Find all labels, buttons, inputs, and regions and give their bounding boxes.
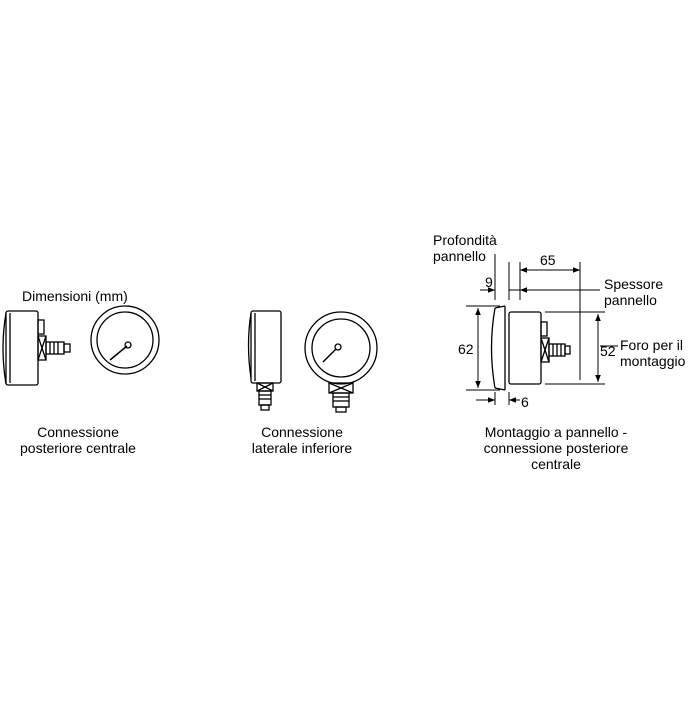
thickness-label-1: Spessore xyxy=(604,276,664,292)
diagram-title: Dimensioni (mm) xyxy=(22,288,128,304)
thickness-label-2: pannello xyxy=(604,292,657,308)
panel-mount-side-view xyxy=(490,305,571,391)
panel-mount-caption-3: centrale xyxy=(531,456,581,472)
dim-bezel-diameter: 62 xyxy=(458,341,474,357)
lower-side-caption-1: Connessione xyxy=(261,424,343,440)
dim-hole-diameter: 52 xyxy=(600,343,616,359)
lower-side-front-view xyxy=(304,311,378,413)
dimension-lines xyxy=(466,254,618,405)
rear-center-caption-1: Connessione xyxy=(37,424,119,440)
depth-label-2: pannello xyxy=(433,248,486,264)
rear-center-front-view xyxy=(90,305,160,375)
hole-label-2: montaggio xyxy=(620,353,686,369)
dim-overall-depth: 65 xyxy=(540,252,556,268)
panel-mount-caption-2: connessione posteriore xyxy=(483,440,629,456)
dim-thickness: 6 xyxy=(521,394,529,410)
panel-mount-caption-1: Montaggio a pannello - xyxy=(484,424,628,440)
rear-center-caption-2: posteriore centrale xyxy=(20,440,136,456)
depth-label-1: Profondità xyxy=(433,232,497,248)
lower-side-caption-2: laterale inferiore xyxy=(251,440,353,456)
lower-side-side-view xyxy=(247,310,282,411)
hole-label-1: Foro per il xyxy=(620,337,684,353)
rear-center-side-view xyxy=(2,310,71,386)
dim-panel-depth: 9 xyxy=(485,274,493,290)
